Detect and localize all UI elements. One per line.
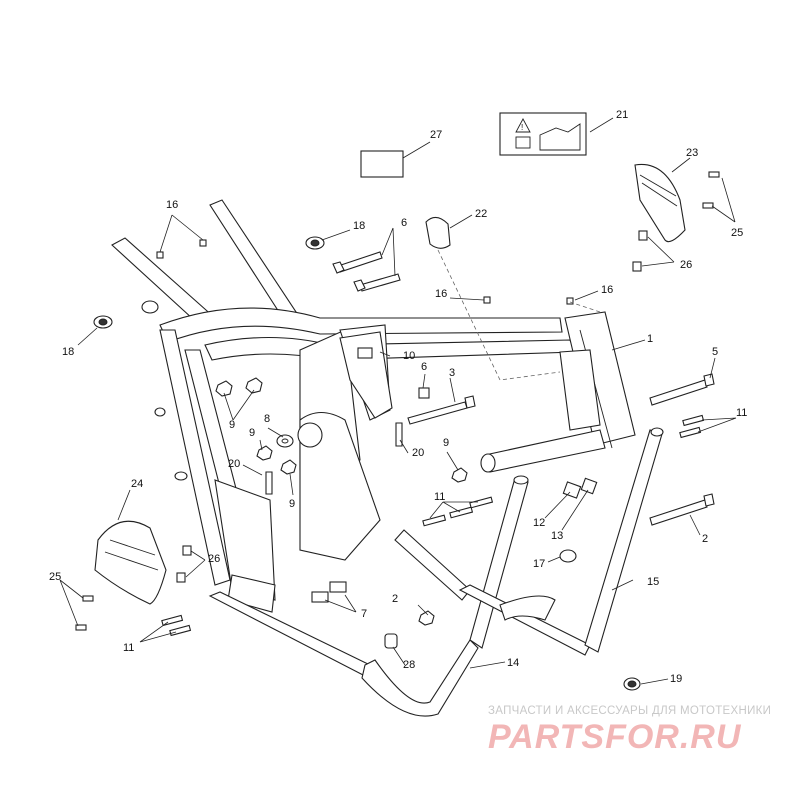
- bolt-20-left: [265, 471, 273, 495]
- callout-13: 13: [551, 530, 563, 542]
- fastener-16-c: [483, 296, 491, 304]
- callout-5: 5: [712, 346, 718, 358]
- callout-2-lower: 2: [392, 593, 398, 605]
- callout-20-left: 20: [228, 458, 240, 470]
- side-cover-23: [634, 163, 686, 243]
- nut-9-a: [215, 380, 233, 397]
- bolts-11-center: [422, 496, 494, 527]
- washer-8: [276, 434, 294, 448]
- assembly-lines: [437, 249, 601, 381]
- callout-10: 10: [403, 350, 415, 362]
- leader-lines: [59, 117, 737, 685]
- callout-16-left: 16: [166, 199, 178, 211]
- callout-18-top: 18: [353, 220, 365, 232]
- callout-7: 7: [361, 608, 367, 620]
- callout-24: 24: [131, 478, 143, 490]
- clips-26-left: [176, 545, 192, 583]
- nut-9-e: [451, 467, 468, 483]
- callout-19: 19: [670, 673, 682, 685]
- callout-20-right: 20: [412, 447, 424, 459]
- callout-2-right: 2: [702, 533, 708, 545]
- svg-text:!: !: [521, 123, 523, 132]
- callout-26-right: 26: [680, 259, 692, 271]
- bolt-6-lower: [353, 273, 401, 292]
- bolt-6-mid: [418, 387, 430, 399]
- cover-22: [425, 216, 451, 249]
- callout-27: 27: [430, 129, 442, 141]
- nut-9-d: [280, 459, 297, 475]
- callout-26-left: 26: [208, 553, 220, 565]
- nut-9-b: [245, 377, 263, 394]
- grommet-19: [623, 677, 641, 691]
- nut-9-c: [256, 445, 273, 461]
- callout-11-right: 11: [736, 407, 747, 419]
- fastener-16-a: [156, 251, 164, 259]
- watermark-caption: ЗАПЧАСТИ И АКСЕССУАРЫ ДЛЯ МОТОТЕХНИКИ: [488, 705, 772, 717]
- callout-6-mid: 6: [421, 361, 427, 373]
- callout-12: 12: [533, 517, 545, 529]
- callout-21: 21: [616, 109, 628, 121]
- callout-1: 1: [647, 333, 653, 345]
- bolt-5: [649, 373, 715, 406]
- screws-25-left: [75, 595, 94, 631]
- fastener-16-b: [199, 239, 207, 247]
- callout-numbers: 1 2 2 3 5 6 6 7 8 9 9 9 9 10 11 11 11 12…: [49, 109, 747, 685]
- callout-9-d: 9: [443, 437, 449, 449]
- spacer-17: [559, 549, 577, 563]
- callout-16-right: 16: [601, 284, 613, 296]
- bolt-2-right: [649, 493, 715, 526]
- callout-25-left: 25: [49, 571, 61, 583]
- bolts-11-left: [161, 614, 192, 637]
- lower-frame-rail-15: [394, 427, 664, 656]
- callout-11-left: 11: [123, 642, 134, 654]
- clip-12: [562, 481, 582, 499]
- callout-11-center: 11: [434, 491, 445, 503]
- bushing-18-left: [93, 315, 113, 329]
- label-27: [360, 150, 404, 178]
- clips-7: [311, 581, 347, 603]
- bolt-3: [407, 395, 476, 425]
- callout-9-c: 9: [289, 498, 295, 510]
- watermark-logo: PARTSFOR.RU: [488, 718, 742, 756]
- spacer-28: [384, 633, 398, 649]
- main-frame: [111, 199, 636, 613]
- callout-9-a: 9: [229, 419, 235, 431]
- bolt-6-upper: [332, 251, 383, 274]
- callout-17: 17: [533, 558, 545, 570]
- callout-18-left: 18: [62, 346, 74, 358]
- callout-25-right: 25: [731, 227, 743, 239]
- callout-14: 14: [507, 657, 519, 669]
- callout-16-center: 16: [435, 288, 447, 300]
- bolts-11-right: [679, 414, 705, 439]
- callout-3: 3: [449, 367, 455, 379]
- callout-15: 15: [647, 576, 659, 588]
- callout-22: 22: [475, 208, 487, 220]
- callout-8: 8: [264, 413, 270, 425]
- clip-13: [580, 477, 598, 495]
- bushing-18-top: [305, 236, 325, 250]
- callout-23: 23: [686, 147, 698, 159]
- fastener-16-d: [566, 297, 574, 305]
- callout-6-upper: 6: [401, 217, 407, 229]
- screws-25-right: [702, 171, 720, 209]
- nut-2-lower: [418, 610, 435, 626]
- clips-26-right: [632, 230, 648, 272]
- side-cover-24: [94, 520, 167, 605]
- callout-28: 28: [403, 659, 415, 671]
- lower-frame-rail-14: [208, 475, 529, 717]
- callout-9-b: 9: [249, 427, 255, 439]
- warning-label-21: !: [499, 112, 587, 156]
